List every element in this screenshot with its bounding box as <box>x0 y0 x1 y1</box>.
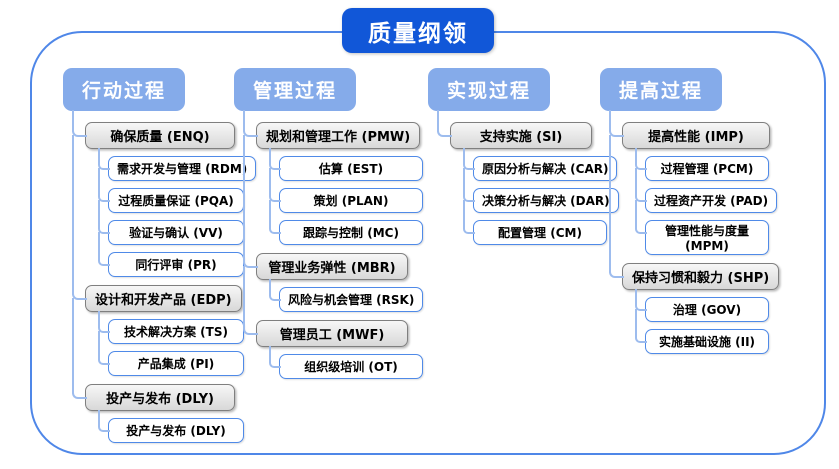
item-node: 同行评审 (PR) <box>108 252 244 277</box>
item-node: 治理 (GOV) <box>645 297 769 322</box>
item: 过程管理 (PCM) <box>634 148 779 189</box>
item-list: 投产与发布 (DLY) <box>85 410 256 443</box>
item: 过程资产开发 (PAD) <box>634 180 779 221</box>
item-list: 估算 (EST) 策划 (PLAN) 跟踪与控制 (MC) <box>256 148 423 245</box>
column-header-improvement: 提高过程 <box>600 68 722 111</box>
group-node: 确保质量 (ENQ) <box>85 122 235 149</box>
group-list: 确保质量 (ENQ) 需求开发与管理 (RDM) 过程质量保证 (PQA) 验证与确认… <box>63 110 257 443</box>
item-list: 治理 (GOV) 实施基础设施 (II) <box>622 289 779 354</box>
item-node: 产品集成 (PI) <box>108 351 244 376</box>
item-node: 投产与发布 (DLY) <box>108 418 244 443</box>
item-node: 实施基础设施 (II) <box>645 329 769 354</box>
item-node: 过程资产开发 (PAD) <box>645 188 778 213</box>
item: 决策分析与解决 (DAR) <box>463 180 619 221</box>
item-list: 原因分析与解决 (CAR) 决策分析与解决 (DAR) 配置管理 (CM) <box>450 148 619 245</box>
item-node: 技术解决方案 (TS) <box>108 319 244 344</box>
item-node: 风险与机会管理 (RSK) <box>279 287 424 312</box>
group: 投产与发布 (DLY) 投产与发布 (DLY) <box>71 372 256 443</box>
group-node: 管理员工 (MWF) <box>256 320 408 347</box>
item: 验证与确认 (VV) <box>97 212 256 253</box>
group-node: 保持习惯和毅力 (SHP) <box>622 263 780 290</box>
group-node: 支持实施 (SI) <box>450 122 592 149</box>
item: 配置管理 (CM) <box>463 212 619 245</box>
item-list: 技术解决方案 (TS) 产品集成 (PI) <box>85 311 256 376</box>
item-node: 过程管理 (PCM) <box>645 156 769 181</box>
item: 跟踪与控制 (MC) <box>268 212 423 245</box>
process-column-management: 管理过程规划和管理工作 (PMW) 估算 (EST) 策划 (PLAN) 跟踪与控制 … <box>234 68 424 379</box>
process-column-improvement: 提高过程提高性能 (IMP) 过程管理 (PCM) 过程资产开发 (PAD) 管理性能… <box>600 68 780 354</box>
item-list: 需求开发与管理 (RDM) 过程质量保证 (PQA) 验证与确认 (VV) 同行评审 … <box>85 148 257 277</box>
item: 风险与机会管理 (RSK) <box>268 279 424 312</box>
process-column-action: 行动过程确保质量 (ENQ) 需求开发与管理 (RDM) 过程质量保证 (PQA) 验… <box>63 68 257 443</box>
item-node: 原因分析与解决 (CAR) <box>473 156 618 181</box>
group: 管理员工 (MWF) 组织级培训 (OT) <box>242 308 423 379</box>
item: 需求开发与管理 (RDM) <box>97 148 257 189</box>
group-list: 提高性能 (IMP) 过程管理 (PCM) 过程资产开发 (PAD) 管理性能与度量 … <box>600 110 780 354</box>
group-node: 投产与发布 (DLY) <box>85 384 235 411</box>
column-header-implementation: 实现过程 <box>428 68 550 111</box>
group-list: 支持实施 (SI) 原因分析与解决 (CAR) 决策分析与解决 (DAR) 配置管理 … <box>428 110 619 245</box>
item-node: 跟踪与控制 (MC) <box>279 220 423 245</box>
item-list: 组织级培训 (OT) <box>256 346 423 379</box>
group: 管理业务弹性 (MBR) 风险与机会管理 (RSK) <box>242 241 424 324</box>
item: 投产与发布 (DLY) <box>97 410 256 443</box>
diagram-title: 质量纲领 <box>342 8 494 53</box>
item-node: 策划 (PLAN) <box>279 188 423 213</box>
item: 估算 (EST) <box>268 148 423 189</box>
group: 设计和开发产品 (EDP) 技术解决方案 (TS) 产品集成 (PI) <box>71 273 256 388</box>
group: 提高性能 (IMP) 过程管理 (PCM) 过程资产开发 (PAD) 管理性能与度量 … <box>608 110 779 267</box>
item: 管理性能与度量 (MPM) <box>634 212 779 255</box>
item: 组织级培训 (OT) <box>268 346 423 379</box>
item-list: 过程管理 (PCM) 过程资产开发 (PAD) 管理性能与度量 (MPM) <box>622 148 779 255</box>
item: 过程质量保证 (PQA) <box>97 180 256 221</box>
column-header-action: 行动过程 <box>63 68 185 111</box>
item-list: 风险与机会管理 (RSK) <box>256 279 424 312</box>
item: 策划 (PLAN) <box>268 180 423 221</box>
group-node: 规划和管理工作 (PMW) <box>256 122 421 149</box>
group: 保持习惯和毅力 (SHP) 治理 (GOV) 实施基础设施 (II) <box>608 251 780 354</box>
process-column-implementation: 实现过程支持实施 (SI) 原因分析与解决 (CAR) 决策分析与解决 (DAR) 配… <box>428 68 619 245</box>
item: 产品集成 (PI) <box>97 343 256 376</box>
item: 技术解决方案 (TS) <box>97 311 256 352</box>
item-node: 管理性能与度量 (MPM) <box>645 220 769 255</box>
item-node: 决策分析与解决 (DAR) <box>473 188 619 213</box>
group: 确保质量 (ENQ) 需求开发与管理 (RDM) 过程质量保证 (PQA) 验证与确认… <box>71 110 257 289</box>
group-node: 提高性能 (IMP) <box>622 122 770 149</box>
item: 实施基础设施 (II) <box>634 321 779 354</box>
item-node: 配置管理 (CM) <box>473 220 607 245</box>
group: 支持实施 (SI) 原因分析与解决 (CAR) 决策分析与解决 (DAR) 配置管理 … <box>437 110 619 245</box>
group-node: 设计和开发产品 (EDP) <box>85 285 242 312</box>
group-list: 规划和管理工作 (PMW) 估算 (EST) 策划 (PLAN) 跟踪与控制 (MC)… <box>234 110 424 379</box>
item-node: 估算 (EST) <box>279 156 423 181</box>
item-node: 需求开发与管理 (RDM) <box>108 156 257 181</box>
item-node: 组织级培训 (OT) <box>279 354 423 379</box>
item: 原因分析与解决 (CAR) <box>463 148 619 189</box>
column-header-management: 管理过程 <box>234 68 356 111</box>
group-node: 管理业务弹性 (MBR) <box>256 253 408 280</box>
group: 规划和管理工作 (PMW) 估算 (EST) 策划 (PLAN) 跟踪与控制 (MC) <box>242 110 423 257</box>
item: 治理 (GOV) <box>634 289 779 330</box>
item-node: 过程质量保证 (PQA) <box>108 188 244 213</box>
item-node: 验证与确认 (VV) <box>108 220 244 245</box>
